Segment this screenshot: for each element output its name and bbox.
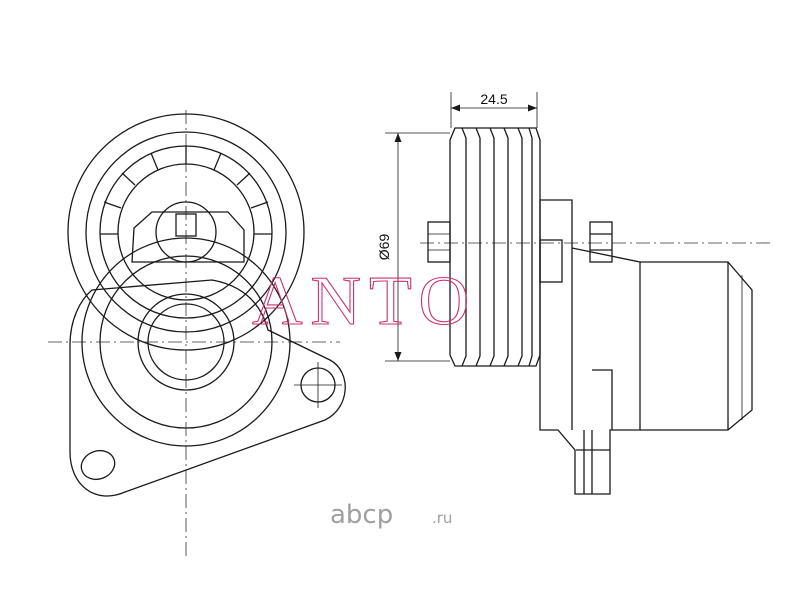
brand-name: abcp xyxy=(330,500,393,530)
width-dimension xyxy=(450,92,538,128)
brand-domain-suffix: .ru xyxy=(432,509,452,527)
diameter-dimension xyxy=(385,132,450,362)
ribbed-pulley xyxy=(449,127,541,367)
arm-details xyxy=(539,221,613,494)
brand-logo: abcp .ru xyxy=(330,500,452,530)
watermark-logo: ANTO xyxy=(252,263,477,340)
diameter-dimension-label: Ø69 xyxy=(376,234,392,261)
side-view: 24.5 Ø69 xyxy=(376,91,770,495)
tensioner-arm xyxy=(539,199,641,495)
main-housing xyxy=(81,237,291,447)
upper-wheel xyxy=(67,113,305,351)
mount-hole-bottom xyxy=(80,449,116,481)
width-dimension-label: 24.5 xyxy=(480,91,507,107)
mount-hole-right xyxy=(294,362,342,408)
damper-cylinder xyxy=(640,261,753,431)
pulley-bolt xyxy=(427,221,451,263)
front-view xyxy=(48,110,346,560)
base-plate xyxy=(69,279,346,497)
